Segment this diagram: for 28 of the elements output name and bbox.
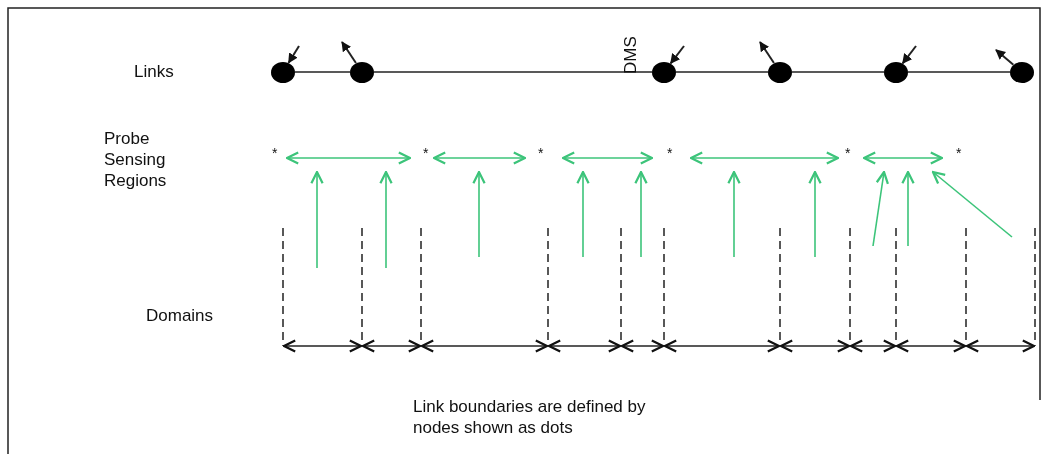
boundary-mark: *	[538, 146, 544, 160]
link-line	[373, 71, 653, 73]
node-dot	[271, 61, 295, 83]
boundary-mark: *	[667, 146, 673, 160]
sign-label: DMS	[620, 36, 641, 74]
boundary-mark: *	[845, 146, 851, 160]
arrow	[759, 41, 775, 64]
arrow	[669, 45, 685, 65]
node-dot	[652, 61, 676, 83]
caption: Link boundaries are defined by nodes shown as dots	[413, 396, 647, 438]
boundary-mark: *	[956, 146, 962, 160]
row-label: Domains	[146, 305, 214, 326]
arrow	[341, 41, 357, 64]
link-line	[907, 71, 1011, 73]
arrow	[287, 45, 300, 64]
row-label: Probe Sensing Regions	[104, 128, 168, 191]
node-dot	[1010, 61, 1034, 83]
link-line	[294, 71, 351, 73]
boundary-mark: *	[423, 146, 429, 160]
arrow	[995, 49, 1015, 66]
arrow	[901, 45, 917, 65]
link-line	[675, 71, 769, 73]
node-dot	[884, 61, 908, 83]
boundary-mark: *	[272, 146, 278, 160]
node-dot	[350, 61, 374, 83]
node-dot	[768, 61, 792, 83]
link-line	[791, 71, 885, 73]
row-label: Links	[134, 61, 174, 82]
